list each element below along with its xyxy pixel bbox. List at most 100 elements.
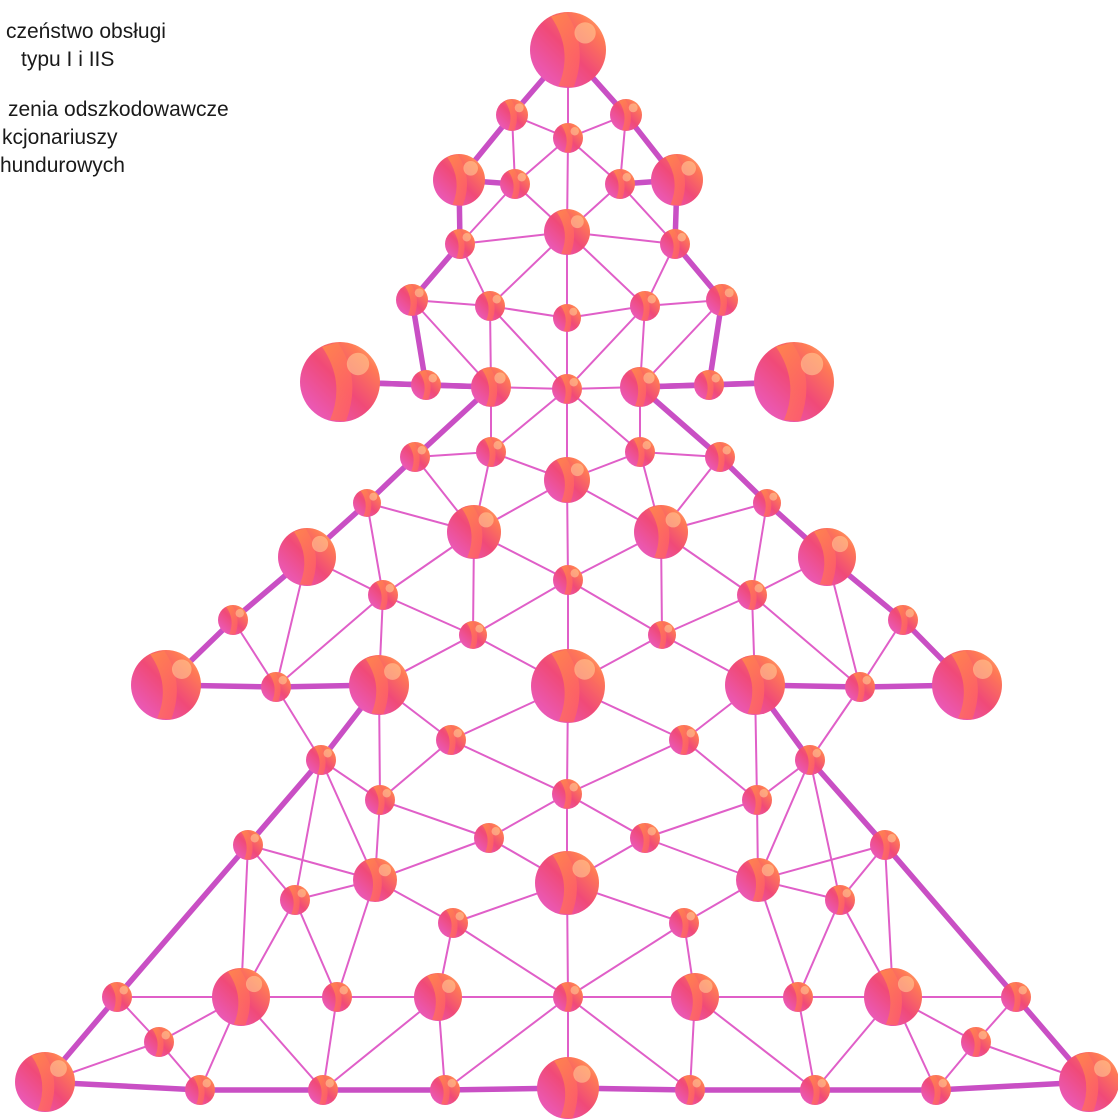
ornament-node [669,908,699,938]
ornament-node [280,885,310,915]
ornament-node [433,154,485,206]
ornament-node [447,505,501,559]
tree-edge [453,923,568,997]
tree-edge [248,760,321,845]
ornament-node [535,851,599,915]
ornament-node [1059,1052,1118,1112]
ornament-node [630,823,660,853]
ornament-node [620,367,660,407]
ornament-node [921,1075,951,1105]
ornament-node [414,973,462,1021]
ornament-node [308,1075,338,1105]
ornament-node [753,489,781,517]
ornament-node [610,99,642,131]
tree-edge [645,800,757,838]
ornament-node [185,1075,215,1105]
tree-edge [567,740,684,794]
ornament-node [353,489,381,517]
ornament-node [742,785,772,815]
ornament-node [605,169,635,199]
ornament-node [400,442,430,472]
ornament-node [445,229,475,259]
ornament-node [754,342,834,422]
tree-edge [798,900,840,997]
ornament-node [694,370,724,400]
ornament-node [474,823,504,853]
ornament-node [845,672,875,702]
ornament-node [552,779,582,809]
ornament-node [278,528,336,586]
ornament-node [496,99,528,131]
tree-edge [295,760,321,900]
ornament-node [864,968,922,1026]
ornament-node [438,908,468,938]
ornament-node [553,304,581,332]
ornament-node [669,725,699,755]
tree-edge [451,740,567,794]
ornament-node [436,725,466,755]
ornament-node [553,565,583,595]
ornament-node [1001,982,1031,1012]
ornament-node [476,437,506,467]
ornament-node [888,605,918,635]
ornament-node [430,1075,460,1105]
ornament-node [553,123,583,153]
ornament-node [102,982,132,1012]
tree-nodes [15,12,1118,1119]
ornament-node [737,580,767,610]
ornament-node [261,672,291,702]
ornament-node [322,982,352,1012]
ornament-node [365,785,395,815]
ornament-node [630,291,660,321]
ornament-node [825,885,855,915]
tree-edge [568,923,684,997]
ornament-node [795,745,825,775]
ornament-node [706,284,738,316]
ornament-node [625,437,655,467]
ornament-node [411,370,441,400]
ornament-node [544,457,590,503]
ornament-node [144,1027,174,1057]
ornament-node [475,291,505,321]
ornament-node [537,1057,599,1119]
ornament-node [544,209,590,255]
ornament-node [500,169,530,199]
tree-edge [295,900,337,997]
ornament-node [459,621,487,649]
ornament-node [306,745,336,775]
ornament-node [349,655,409,715]
ornament-node [736,858,780,902]
ornament-node [783,982,813,1012]
tree-edge [380,800,489,838]
ornament-node [675,1075,705,1105]
ornament-node [368,580,398,610]
ornament-node [471,367,511,407]
ornament-node [553,982,583,1012]
ornament-node [800,1075,830,1105]
ornament-node [798,528,856,586]
ornament-node [353,858,397,902]
ornament-node [705,442,735,472]
ornament-node [212,968,270,1026]
ornament-node [671,973,719,1021]
ornament-node [300,342,380,422]
ornament-node [218,605,248,635]
ornament-node [870,830,900,860]
ornament-node [131,650,201,720]
ornament-node [396,284,428,316]
ornament-node [233,830,263,860]
ornament-node [660,229,690,259]
ornament-node [932,650,1002,720]
ornament-node [648,621,676,649]
tree-edge [810,760,885,845]
tree-edge [473,580,568,635]
ornament-node [651,154,703,206]
ornament-node [961,1027,991,1057]
ornament-node [531,649,605,723]
ornament-node [634,505,688,559]
ornament-node [725,655,785,715]
ornament-node [15,1052,75,1112]
ornament-node [552,374,582,404]
tree-edge [568,580,662,635]
